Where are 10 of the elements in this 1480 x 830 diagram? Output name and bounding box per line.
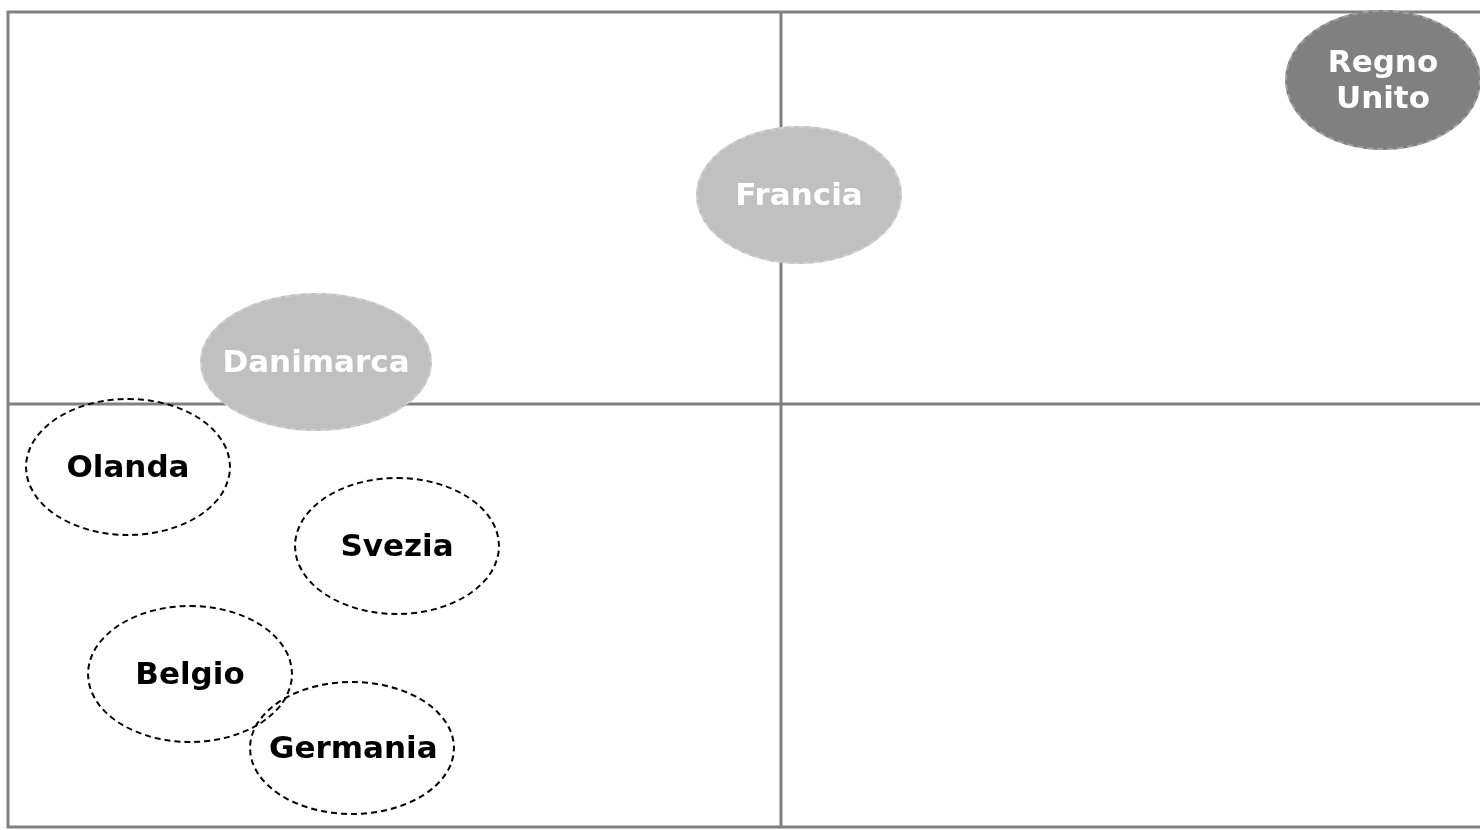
country-label: Germania xyxy=(269,730,435,766)
ellipse-node xyxy=(25,398,231,536)
country-label: Svezia xyxy=(340,528,454,564)
ellipse-node xyxy=(294,477,500,615)
country-label: Francia xyxy=(735,177,863,213)
country-label: Regno Unito xyxy=(1326,44,1440,116)
country-label: Olanda xyxy=(66,449,190,485)
country-label: Danimarca xyxy=(222,344,410,380)
ellipse-node xyxy=(249,681,455,815)
country-label: Belgio xyxy=(135,656,245,692)
